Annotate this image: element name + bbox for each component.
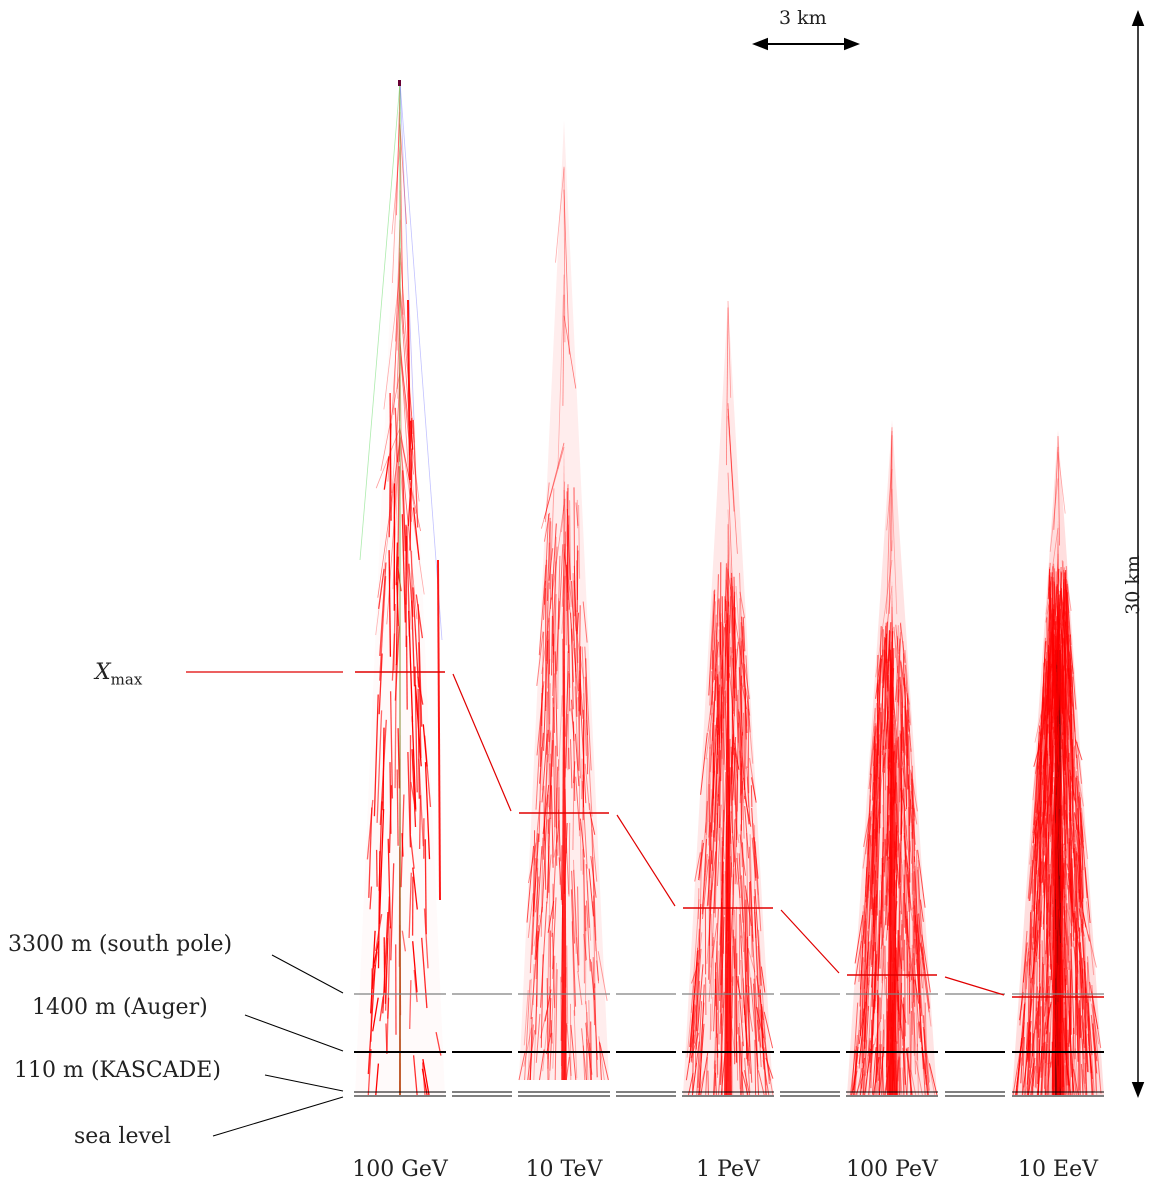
particle-track bbox=[879, 934, 880, 968]
shower-4 bbox=[1012, 430, 1104, 1095]
particle-track bbox=[737, 1042, 738, 1081]
particle-track bbox=[892, 855, 893, 887]
energy-label-1pev: 1 PeV bbox=[663, 1157, 793, 1182]
arrow-head bbox=[752, 38, 768, 51]
particle-track bbox=[420, 795, 421, 849]
south-pole-leader bbox=[272, 955, 343, 993]
kascade-leader bbox=[265, 1075, 343, 1091]
sea-level-leader bbox=[213, 1097, 343, 1136]
arrow-head bbox=[844, 38, 860, 51]
particle-track bbox=[397, 770, 398, 846]
particle-track bbox=[708, 1071, 709, 1095]
particle-track bbox=[900, 1005, 901, 1095]
particle-track bbox=[580, 822, 581, 871]
particle-track bbox=[751, 785, 752, 807]
particle-track bbox=[402, 833, 403, 857]
energy-label-100pev: 100 PeV bbox=[827, 1157, 957, 1182]
primary-particle-marker bbox=[398, 80, 401, 86]
xmax-layer bbox=[186, 672, 1104, 997]
showers-layer bbox=[355, 80, 1104, 1095]
particle-track bbox=[873, 897, 874, 927]
particle-track bbox=[390, 762, 391, 834]
particle-track bbox=[903, 1004, 904, 1095]
auger-leader bbox=[245, 1015, 343, 1051]
xmax-connector-0 bbox=[453, 674, 511, 811]
energy-label-100gev: 100 GeV bbox=[335, 1157, 465, 1182]
particle-track bbox=[1039, 1039, 1040, 1095]
auger-level-label: 1400 m (Auger) bbox=[32, 995, 208, 1020]
south-pole-level-label: 3300 m (south pole) bbox=[8, 932, 232, 957]
vertical-scale-label: 30 km bbox=[1113, 520, 1153, 650]
particle-track bbox=[1071, 840, 1072, 926]
energy-label-10tev: 10 TeV bbox=[499, 1157, 629, 1182]
arrow-head bbox=[1132, 1082, 1145, 1098]
particle-track bbox=[911, 773, 912, 809]
particle-track bbox=[710, 1004, 711, 1040]
particle-track bbox=[713, 940, 714, 995]
particle-track bbox=[709, 856, 710, 983]
energy-label-10eev: 10 EeV bbox=[993, 1157, 1123, 1182]
label-leaders-layer bbox=[213, 955, 343, 1136]
sea-level-label: sea level bbox=[74, 1124, 171, 1149]
horizontal-scale-label: 3 km bbox=[779, 7, 827, 29]
particle-track bbox=[377, 850, 378, 887]
particle-track bbox=[1065, 570, 1066, 615]
xmax-label: Xmax bbox=[95, 660, 142, 688]
particle-track bbox=[569, 823, 570, 897]
particle-track bbox=[549, 543, 550, 590]
xmax-connector-2 bbox=[781, 910, 839, 973]
particle-track bbox=[717, 1049, 718, 1078]
shower-2 bbox=[683, 300, 773, 1095]
kascade-level-label: 110 m (KASCADE) bbox=[14, 1058, 221, 1083]
xmax-connector-1 bbox=[617, 815, 675, 906]
particle-track bbox=[715, 979, 716, 1006]
particle-track bbox=[590, 1043, 591, 1080]
particle-track bbox=[1060, 963, 1061, 1064]
particle-track bbox=[569, 673, 570, 711]
particle-track bbox=[547, 692, 548, 755]
xmax-connector-3 bbox=[945, 977, 1004, 995]
arrow-head bbox=[1132, 10, 1145, 26]
particle-track bbox=[735, 939, 736, 1065]
particle-track bbox=[881, 998, 882, 1020]
shower-1 bbox=[519, 120, 609, 1080]
particle-track bbox=[561, 845, 562, 900]
particle-track bbox=[1048, 839, 1049, 865]
particle-track bbox=[1072, 759, 1073, 826]
particle-track bbox=[755, 1040, 756, 1095]
particle-track bbox=[905, 940, 906, 1037]
